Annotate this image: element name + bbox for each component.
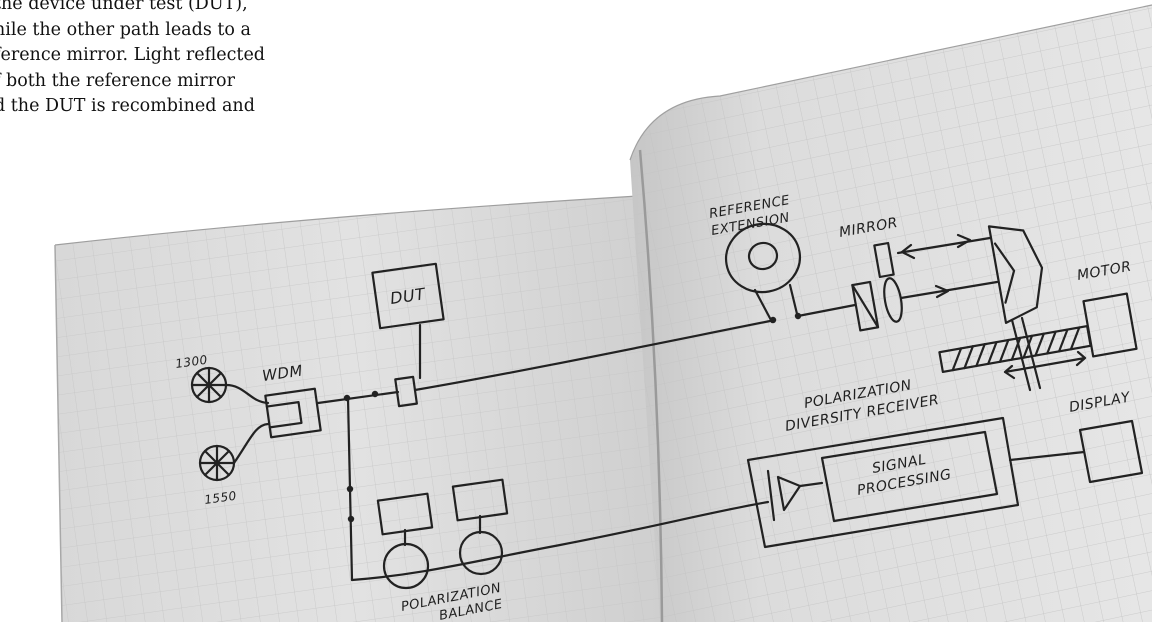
motor-box [1082, 292, 1138, 358]
paragraph-excerpt: the device under test (DUT), hile the oth… [0, 0, 414, 120]
diode-to-processing [798, 481, 824, 488]
source-1300-icon [190, 366, 228, 404]
diagram: 1300 1550 WDM DUT REFERENCE EXTENSION [174, 193, 1144, 622]
mirror-icon [873, 241, 895, 279]
dut-label: DUT [389, 284, 427, 308]
signal-processing-box [820, 430, 999, 523]
fiber-main-left [316, 390, 400, 405]
fiber-to-optics [796, 303, 857, 318]
fiber-1550 [232, 422, 270, 465]
beam-upper-arrow [900, 233, 972, 260]
stage-arm [1010, 316, 1042, 392]
text-line: the device under test (DUT), [0, 0, 248, 14]
beam-lower [899, 280, 999, 300]
photodiode-icon [766, 469, 802, 522]
beam-upper [896, 236, 992, 255]
beam-lower-arrow [934, 284, 950, 299]
fiber-to-reference [413, 318, 777, 392]
source-1550-icon [198, 444, 236, 482]
source-label-1550: 1550 [203, 489, 237, 507]
wdm-label: WDM [261, 361, 304, 385]
splice-point [346, 485, 354, 493]
dut-box [371, 262, 445, 330]
fiber-to-display [1008, 450, 1086, 462]
notebook-left-page [54, 194, 660, 622]
stage-arrow [1003, 350, 1087, 380]
retroreflector-icon [987, 225, 1044, 324]
lead-screw-icon [938, 325, 1092, 373]
splice-point [347, 515, 355, 523]
polarization-controller-1 [376, 492, 434, 590]
polarizer-icon [851, 280, 880, 332]
splice-point [769, 316, 777, 324]
fiber-1300 [224, 383, 270, 405]
notebook-right-page [629, 4, 1152, 622]
display-box [1078, 419, 1144, 484]
text-line: hile the other path leads to a [0, 19, 251, 40]
receiver-box [746, 416, 1020, 549]
wdm-box [264, 387, 322, 439]
text-line: ference mirror. Light reflected [0, 45, 266, 65]
text-line: d the DUT is recombined and [0, 96, 255, 116]
splice-point [371, 390, 379, 398]
text-line: f both the reference mirror [0, 70, 235, 91]
polarization-controller-2 [451, 478, 509, 576]
source-label-1300: 1300 [174, 353, 208, 371]
fiber-balance-bottom [350, 500, 770, 582]
book-gutter [638, 149, 664, 622]
fiber-coil-icon [724, 222, 802, 324]
